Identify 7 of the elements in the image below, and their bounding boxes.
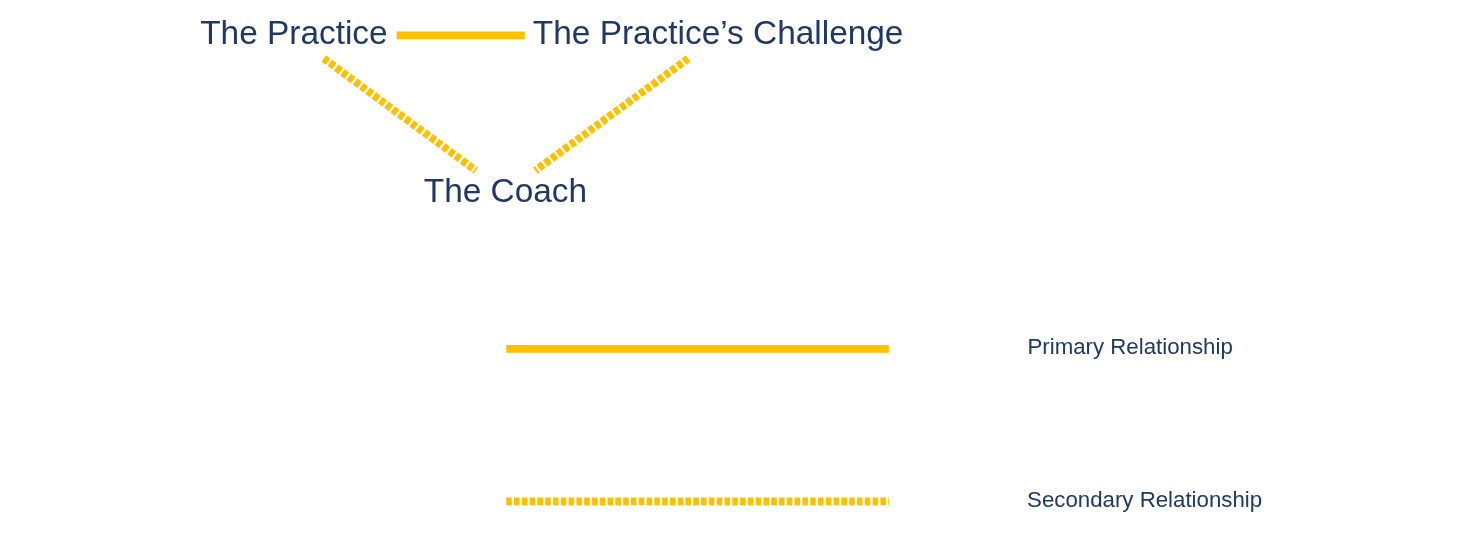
node-text: The Practice’s Challenge [532, 13, 903, 51]
legend-label: Primary Relationship [1026, 334, 1233, 360]
connector [532, 55, 690, 174]
node-text: The Coach [423, 171, 587, 209]
node-text: The Practice [199, 13, 388, 51]
legend-label: Secondary Relationship [1026, 486, 1262, 512]
connector [320, 55, 478, 174]
